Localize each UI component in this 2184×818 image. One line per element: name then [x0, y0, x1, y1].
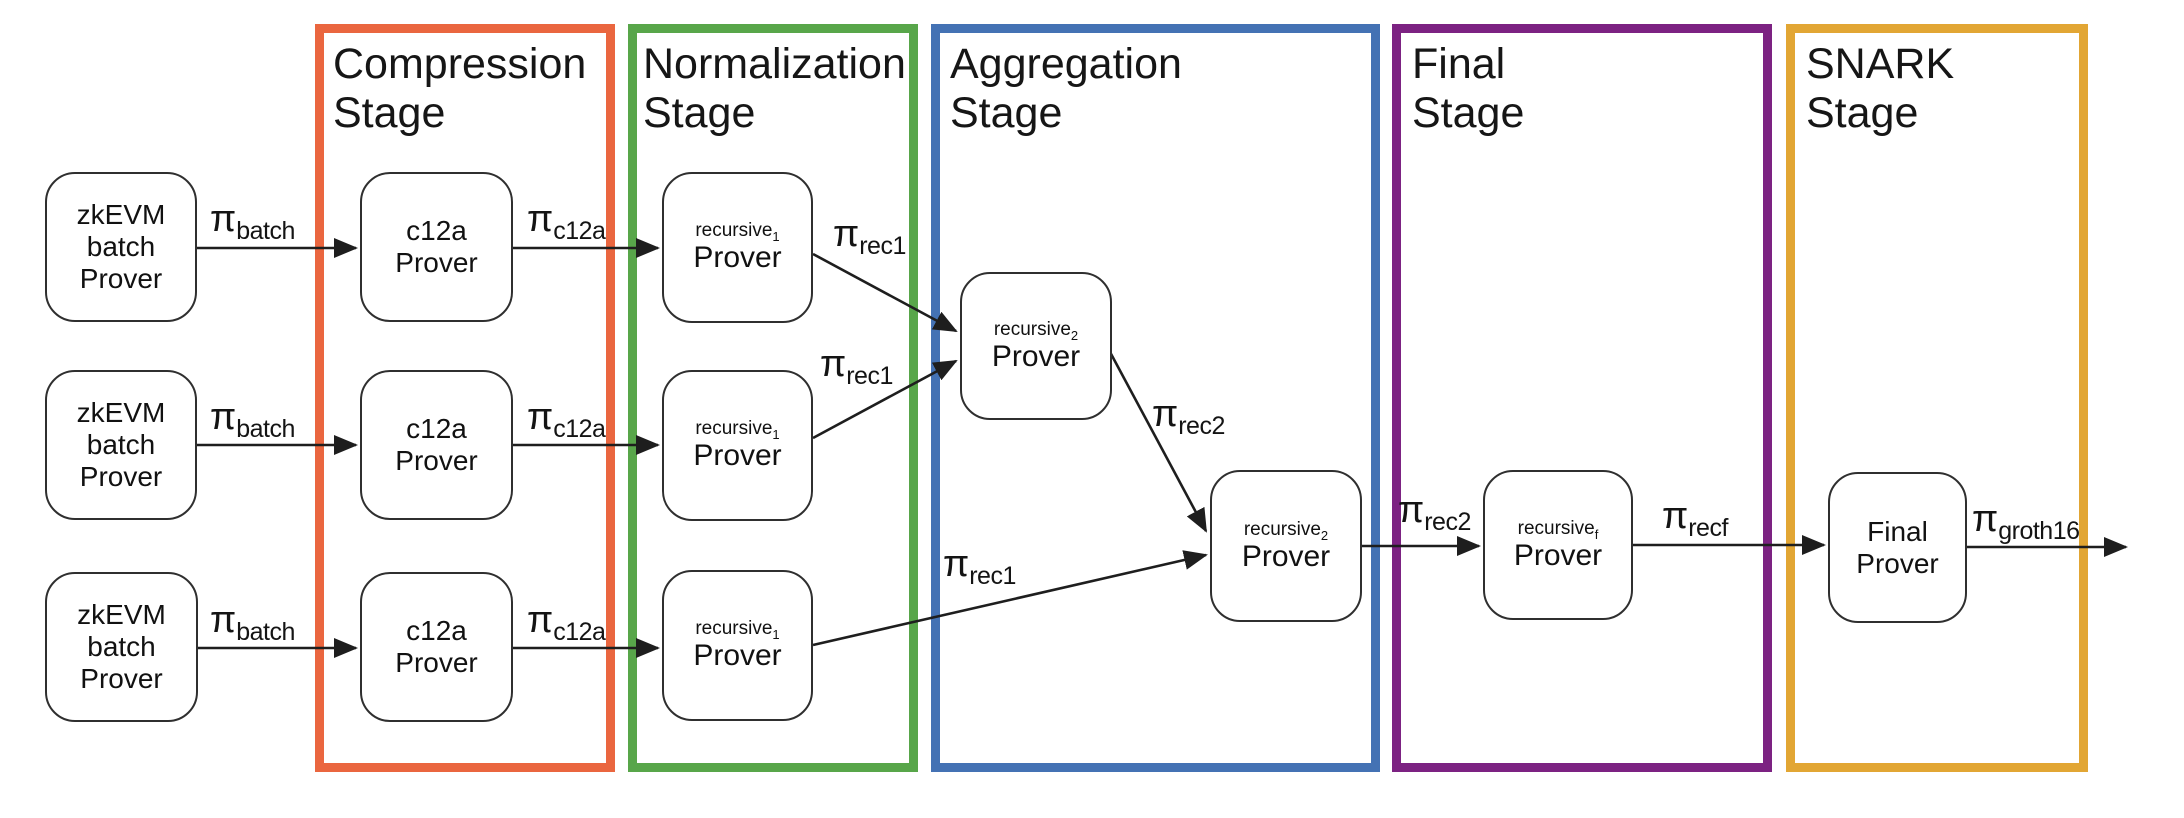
- edge-label-pi-rec2-lower: πrec2: [1398, 489, 1471, 536]
- node-label: recursive2: [993, 318, 1079, 343]
- zkevm-batch-prover-1: zkEVM batch Prover: [45, 172, 197, 322]
- node-label-line2: Prover: [991, 339, 1081, 373]
- recursive2-prover-upper: recursive2 Prover: [960, 272, 1112, 420]
- c12a-prover-1: c12a Prover: [360, 172, 513, 322]
- node-label-line2: Prover: [693, 639, 782, 672]
- node-label-line2: Prover: [693, 241, 782, 274]
- zkevm-batch-prover-3: zkEVM batch Prover: [45, 572, 198, 722]
- edge-label-pi-rec2-upper: πrec2: [1152, 393, 1225, 440]
- node-label: recursive1: [695, 220, 780, 244]
- node-label: recursivef: [1517, 517, 1599, 542]
- edge-label-pi-groth16: πgroth16: [1972, 498, 2080, 545]
- node-label: Final Prover: [1856, 515, 1939, 579]
- node-label-line2: Prover: [1513, 538, 1603, 572]
- edge-label-pi-recf: πrecf: [1662, 495, 1728, 542]
- node-label: zkEVM batch Prover: [77, 599, 166, 694]
- node-label-line2: Prover: [693, 439, 782, 472]
- aggregation-stage-title: Aggregation Stage: [950, 40, 1182, 137]
- node-label: recursive1: [695, 618, 780, 642]
- recursivef-prover: recursivef Prover: [1483, 470, 1633, 620]
- node-label: c12a Prover: [395, 215, 478, 278]
- edge-label-pi-rec1-a: πrec1: [833, 213, 906, 260]
- recursive1-prover-3: recursive1 Prover: [662, 570, 813, 721]
- compression-stage-frame: [315, 24, 615, 772]
- snark-stage-frame: [1786, 24, 2088, 772]
- node-label: recursive2: [1243, 518, 1329, 543]
- final-stage-frame: [1392, 24, 1772, 772]
- zkevm-batch-prover-2: zkEVM batch Prover: [45, 370, 197, 520]
- edge-label-pi-batch-3: πbatch: [210, 599, 295, 646]
- final-stage-title: Final Stage: [1412, 40, 1525, 137]
- node-label: zkEVM batch Prover: [76, 397, 166, 492]
- final-prover: Final Prover: [1828, 472, 1967, 623]
- compression-stage-title: Compression Stage: [333, 40, 587, 137]
- recursive1-prover-2: recursive1 Prover: [662, 370, 813, 521]
- node-label: c12a Prover: [395, 615, 478, 678]
- edge-label-pi-rec1-long: πrec1: [943, 543, 1016, 590]
- node-label: recursive1: [695, 418, 780, 442]
- node-label: c12a Prover: [395, 413, 478, 476]
- recursive1-prover-1: recursive1 Prover: [662, 172, 813, 323]
- edge-label-pi-c12a-2: πc12a: [527, 396, 606, 443]
- node-label-line2: Prover: [1241, 539, 1331, 573]
- recursive2-prover-lower: recursive2 Prover: [1210, 470, 1362, 622]
- snark-stage-title: SNARK Stage: [1806, 40, 1955, 137]
- normalization-stage-title: Normalization Stage: [643, 40, 906, 137]
- edge-label-pi-c12a-3: πc12a: [527, 599, 606, 646]
- node-label: zkEVM batch Prover: [76, 199, 166, 294]
- c12a-prover-2: c12a Prover: [360, 370, 513, 520]
- edge-label-pi-c12a-1: πc12a: [527, 198, 606, 245]
- edge-label-pi-batch-2: πbatch: [210, 396, 295, 443]
- edge-label-pi-rec1-b: πrec1: [820, 343, 893, 390]
- c12a-prover-3: c12a Prover: [360, 572, 513, 722]
- edge-label-pi-batch-1: πbatch: [210, 198, 295, 245]
